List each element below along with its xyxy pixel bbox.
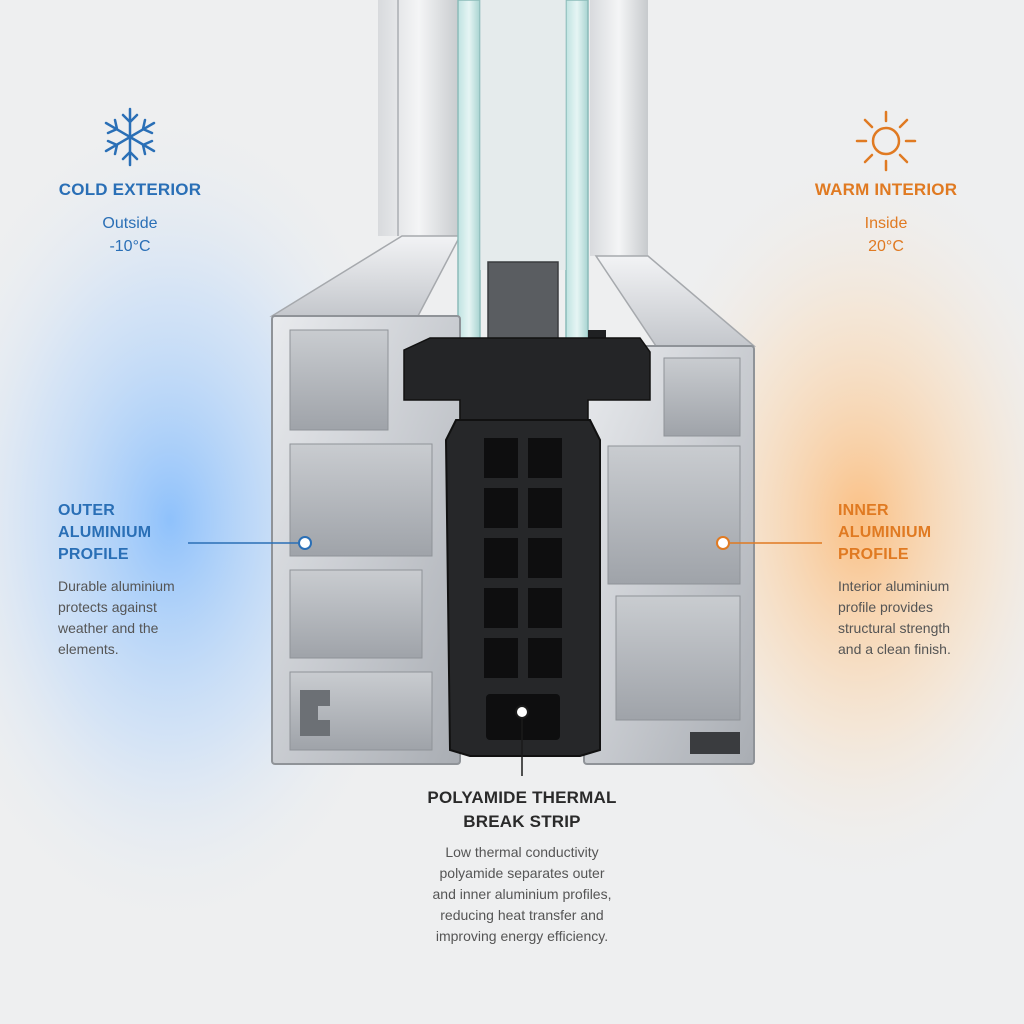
thermal-break-description: Low thermal conductivity polyamide separ…	[432, 844, 612, 944]
cold-exterior-title: COLD EXTERIOR	[58, 180, 202, 199]
thermal-break-callout: POLYAMIDE THERMAL BREAK STRIP Low therma…	[372, 786, 672, 947]
inner-profile-description: Interior aluminium profile provides stru…	[838, 578, 951, 657]
cold-exterior-temperature: -10°C	[109, 238, 151, 255]
cold-exterior-label: COLD EXTERIOR Outside -10°C	[40, 178, 220, 258]
outer-upper-frame	[378, 0, 460, 236]
outer-profile-callout: OUTER ALUMINIUM PROFILE Durable aluminiu…	[58, 500, 218, 660]
inner-profile-leader	[716, 536, 822, 550]
glazing-cavity	[480, 0, 566, 270]
outer-profile-title: OUTER ALUMINIUM PROFILE	[58, 502, 152, 563]
inner-profile-callout: INNER ALUMINIUM PROFILE Interior alumini…	[838, 500, 1008, 660]
inner-profile-title: INNER ALUMINIUM PROFILE	[838, 502, 932, 563]
warm-interior-location: Inside	[864, 215, 908, 232]
warm-interior-label: WARM INTERIOR Inside 20°C	[796, 178, 976, 258]
warm-interior-temperature: 20°C	[868, 238, 904, 255]
outer-profile-description: Durable aluminium protects against weath…	[58, 578, 175, 657]
warm-interior-title: WARM INTERIOR	[814, 180, 958, 199]
snowflake-icon	[104, 107, 156, 167]
thermal-break-leader	[515, 705, 529, 776]
cold-exterior-location: Outside	[102, 215, 158, 232]
thermal-break-title: POLYAMIDE THERMAL BREAK STRIP	[427, 788, 617, 831]
polyamide-thermal-break	[403, 337, 651, 757]
outer-profile-leader	[188, 536, 312, 550]
inner-aluminium-profile	[583, 345, 755, 765]
outer-aluminium-profile	[271, 315, 461, 765]
inner-upper-frame	[590, 0, 648, 256]
sun-icon	[855, 110, 917, 172]
